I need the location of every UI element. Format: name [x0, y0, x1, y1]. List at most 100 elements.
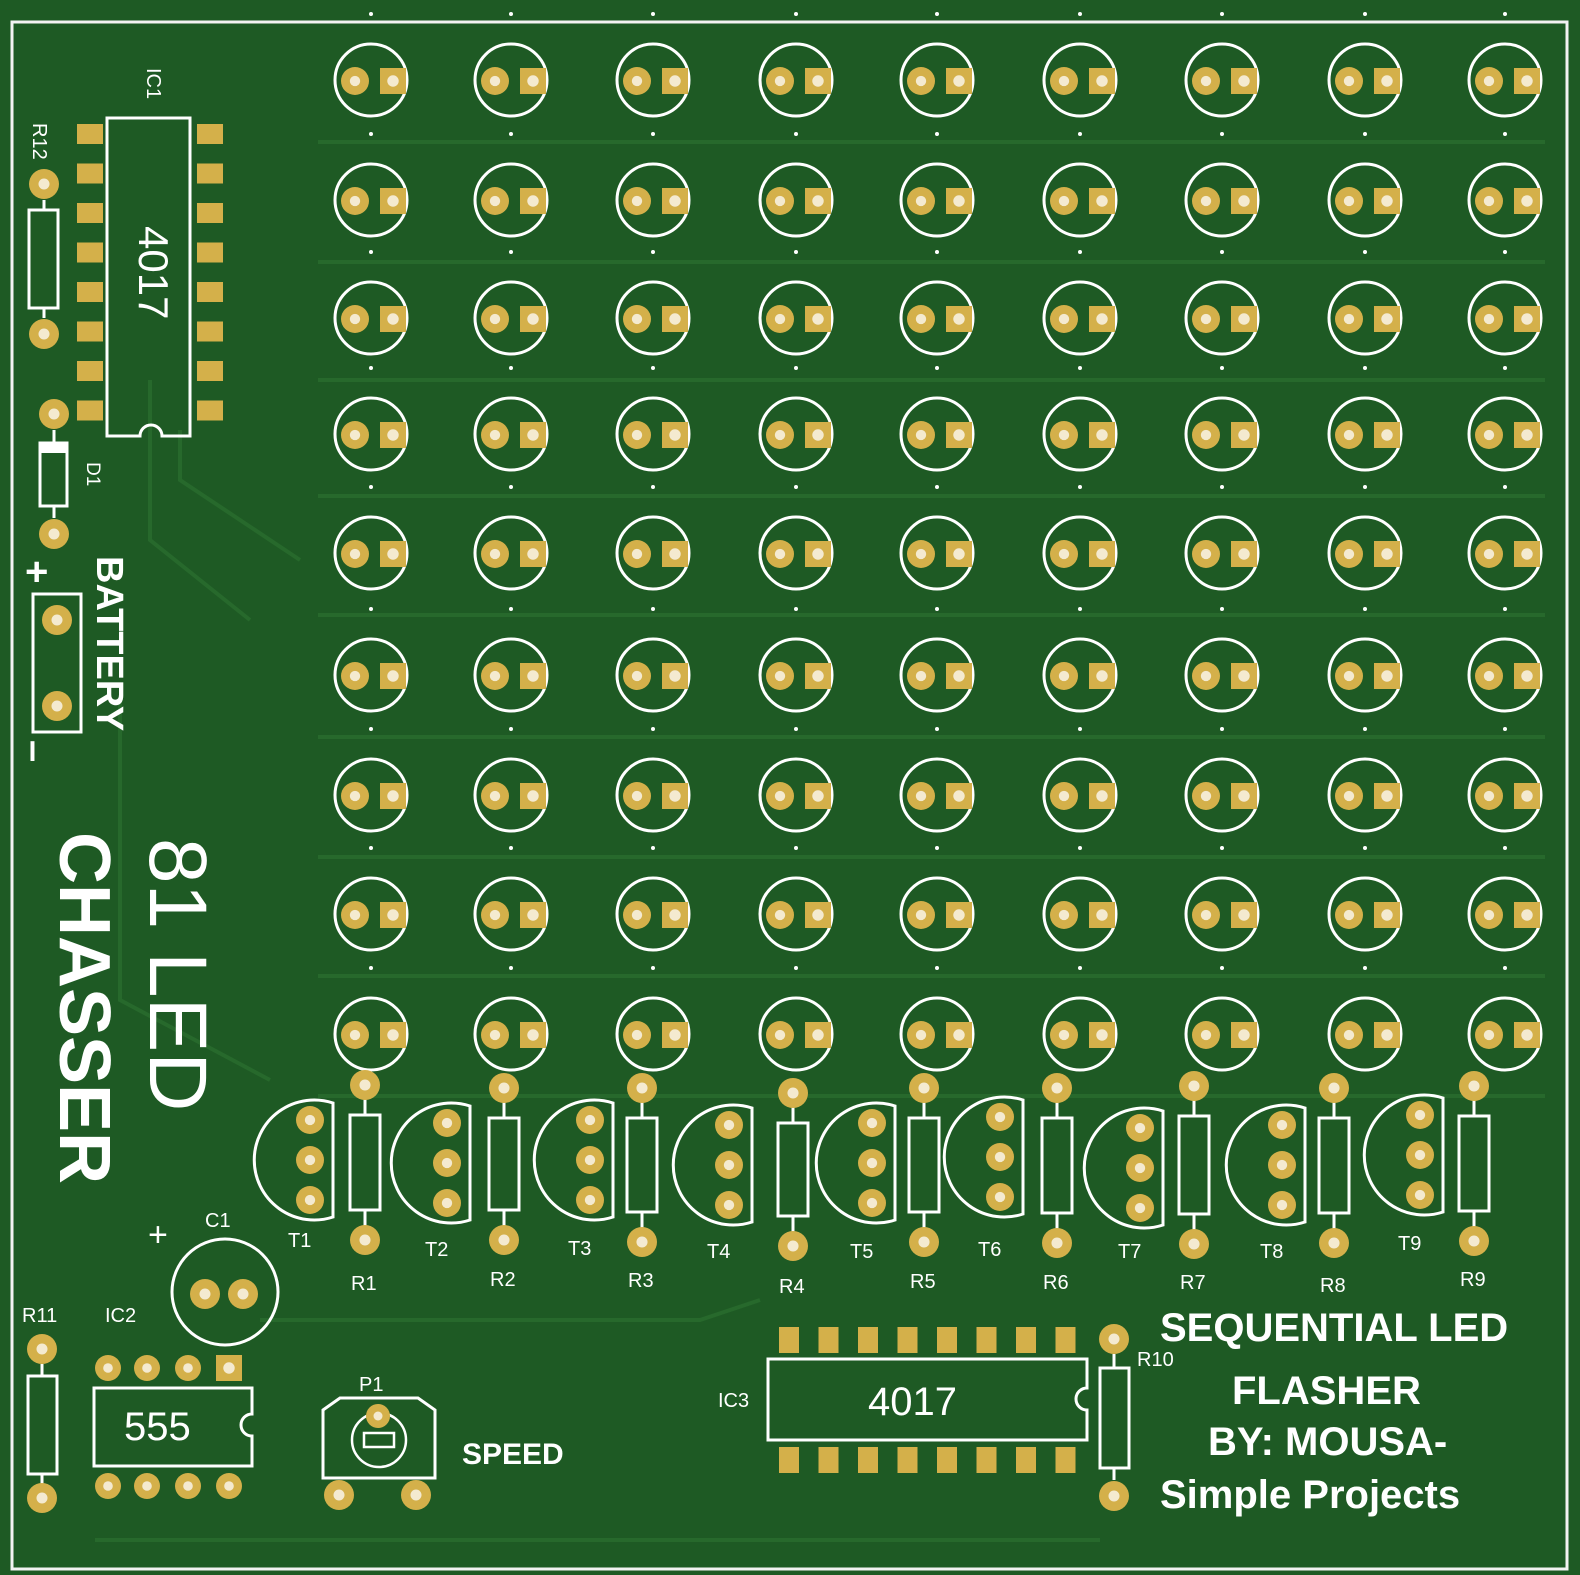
led	[333, 607, 409, 713]
led	[1042, 966, 1118, 1072]
led-marker	[509, 12, 513, 16]
led-outline	[333, 996, 409, 1072]
led-outline	[615, 162, 691, 238]
led-marker	[935, 366, 939, 370]
transistor-label: T4	[707, 1241, 730, 1263]
r11: R11	[22, 1305, 59, 1513]
led	[473, 250, 549, 356]
ic1-pin-right	[197, 163, 223, 184]
led-marker	[509, 366, 513, 370]
led-marker	[509, 966, 513, 970]
ic3-pin-bottom	[1055, 1447, 1076, 1473]
led-outline	[1184, 162, 1260, 238]
led-outline	[333, 876, 409, 952]
transistor-t1: T1	[252, 1098, 335, 1252]
led-marker	[651, 485, 655, 489]
led-outline	[758, 876, 834, 952]
led-outline	[899, 42, 975, 118]
led-marker	[509, 250, 513, 254]
transistor-body	[389, 1101, 472, 1225]
resistor-r8: R8	[1317, 1073, 1351, 1297]
led	[1327, 727, 1403, 833]
led	[473, 846, 549, 952]
transistor-t4: T4	[671, 1103, 754, 1263]
resistor-r1: R1	[348, 1070, 382, 1295]
led	[1184, 12, 1260, 118]
credit-line-4: Simple Projects	[1160, 1473, 1460, 1517]
led	[1184, 250, 1260, 356]
led-marker	[794, 250, 798, 254]
led-marker	[509, 607, 513, 611]
led-outline	[1042, 757, 1118, 833]
p1-ref: P1	[359, 1374, 383, 1396]
transistor-body	[671, 1103, 754, 1227]
ic1-pin-left	[77, 321, 103, 342]
ic3-pin-bottom	[818, 1447, 839, 1473]
led-marker	[794, 727, 798, 731]
led-marker	[1220, 485, 1224, 489]
led-outline	[1184, 396, 1260, 472]
led	[473, 366, 549, 472]
transistor-label: T9	[1398, 1233, 1421, 1255]
led-outline	[615, 396, 691, 472]
led-marker	[794, 366, 798, 370]
led	[1184, 966, 1260, 1072]
led-outline	[1467, 42, 1543, 118]
led-outline	[473, 637, 549, 713]
led-marker	[369, 846, 373, 850]
led-marker	[1503, 485, 1507, 489]
ic1-pin-left	[77, 163, 103, 184]
led-outline	[1467, 162, 1543, 238]
led	[1467, 846, 1543, 952]
ic1-pin-right	[197, 203, 223, 223]
led-marker	[935, 485, 939, 489]
led-outline	[899, 396, 975, 472]
led-marker	[1220, 727, 1224, 731]
led-marker	[1503, 250, 1507, 254]
led-marker	[1078, 250, 1082, 254]
led-outline	[758, 42, 834, 118]
ic1-pin-left	[77, 361, 103, 381]
led-outline	[1042, 280, 1118, 356]
ic3-pin-top	[1055, 1327, 1076, 1353]
led	[473, 966, 549, 1072]
led	[1042, 366, 1118, 472]
r12-ref: R12	[28, 123, 50, 160]
led-marker	[935, 727, 939, 731]
ic2-body	[92, 1386, 254, 1468]
c1-ref: C1	[205, 1210, 231, 1232]
battery-connector: + – BATTERY	[13, 550, 130, 762]
r10: R10	[1098, 1324, 1174, 1511]
led-marker	[794, 846, 798, 850]
led	[758, 12, 834, 118]
led-outline	[1042, 876, 1118, 952]
led-marker	[1220, 12, 1224, 16]
led-outline	[1042, 42, 1118, 118]
led-marker	[369, 132, 373, 136]
led-marker	[794, 485, 798, 489]
resistor-label: R8	[1320, 1275, 1346, 1297]
led-marker	[1503, 966, 1507, 970]
led-marker	[1363, 966, 1367, 970]
led-marker	[651, 727, 655, 731]
led-marker	[1078, 846, 1082, 850]
led-matrix	[333, 12, 1543, 1072]
led-outline	[758, 996, 834, 1072]
led	[899, 366, 975, 472]
led	[1042, 846, 1118, 952]
credit-line-3: BY: MOUSA-	[1208, 1420, 1447, 1464]
c1: + C1	[148, 1210, 280, 1347]
led	[758, 607, 834, 713]
led	[333, 132, 409, 238]
led	[899, 727, 975, 833]
led	[1184, 846, 1260, 952]
p1-slot	[362, 1431, 396, 1449]
transistor-body	[1362, 1093, 1445, 1217]
led	[333, 366, 409, 472]
ic3: IC3 4017	[718, 1327, 1089, 1473]
bottom-trace	[260, 1298, 761, 1322]
transistor-label: T6	[978, 1239, 1001, 1261]
led-marker	[1078, 366, 1082, 370]
led-outline	[1327, 876, 1403, 952]
led-marker	[369, 12, 373, 16]
